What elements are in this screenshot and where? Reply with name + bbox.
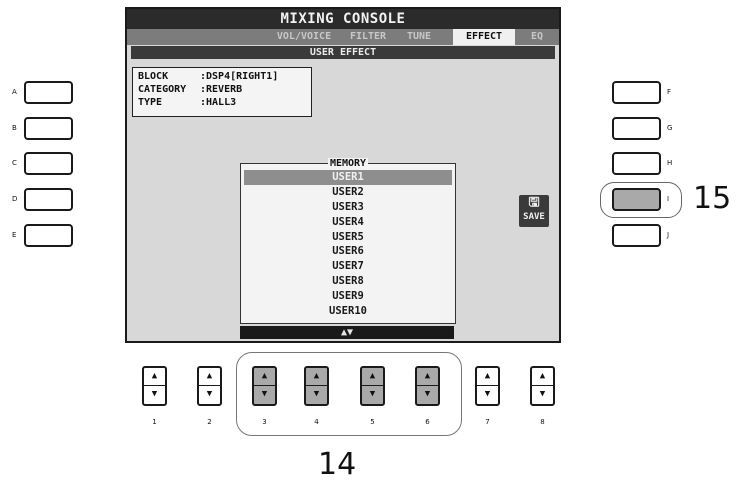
arrow-down-icon[interactable]: ▼	[369, 389, 376, 399]
button-number: 7	[485, 418, 490, 426]
button-4[interactable]: ▲ ▼	[304, 366, 329, 406]
button-h[interactable]	[612, 152, 661, 175]
floppy-disk-icon: 🖫	[528, 195, 540, 210]
callout-14: 14	[318, 447, 357, 482]
memory-item[interactable]: USER4	[332, 215, 364, 228]
button-f[interactable]	[612, 81, 661, 104]
button-b[interactable]	[24, 117, 73, 140]
page-subtitle: USER EFFECT	[131, 46, 555, 59]
button-3[interactable]: ▲ ▼	[252, 366, 277, 406]
tab-tune[interactable]: TUNE	[406, 31, 432, 42]
info-value: :REVERB	[200, 84, 243, 95]
memory-title: MEMORY	[241, 158, 455, 170]
button-number: 1	[152, 418, 157, 426]
memory-title-text: MEMORY	[327, 158, 369, 169]
button-e[interactable]	[24, 224, 73, 247]
button-8[interactable]: ▲ ▼	[530, 366, 555, 406]
button-label-f: F	[667, 88, 672, 96]
button-6[interactable]: ▲ ▼	[415, 366, 440, 406]
tab-filter[interactable]: FILTER	[349, 31, 387, 42]
button-label-c: C	[12, 159, 17, 167]
info-value: :DSP4[RIGHT1]	[200, 71, 279, 82]
arrow-down-icon[interactable]: ▼	[313, 389, 320, 399]
tab-effect[interactable]: EFFECT	[453, 29, 515, 45]
memory-item[interactable]: USER5	[332, 230, 364, 243]
button-d[interactable]	[24, 188, 73, 211]
memory-item[interactable]: USER1	[244, 170, 452, 185]
arrow-up-icon[interactable]: ▲	[306, 368, 327, 386]
button-a[interactable]	[24, 81, 73, 104]
button-label-g: G	[667, 124, 673, 132]
memory-item[interactable]: USER8	[332, 275, 364, 288]
button-label-j: J	[667, 231, 670, 239]
tab-eq[interactable]: EQ	[530, 31, 544, 42]
scroll-arrows[interactable]: ▲▼	[240, 326, 454, 339]
button-label-a: A	[12, 88, 17, 96]
memory-item[interactable]: USER6	[332, 245, 364, 258]
memory-item[interactable]: USER9	[332, 290, 364, 303]
info-key: TYPE	[138, 97, 163, 108]
button-label-e: E	[12, 231, 17, 239]
button-i[interactable]	[612, 188, 661, 211]
info-row-block: BLOCK :DSP4[RIGHT1]	[138, 70, 306, 83]
button-number: 3	[262, 418, 267, 426]
info-key: BLOCK	[138, 71, 169, 82]
button-label-d: D	[12, 195, 18, 203]
memory-list: USER1 USER2 USER3 USER4 USER5 USER6 USER…	[244, 170, 452, 319]
tab-vol-voice[interactable]: VOL/VOICE	[276, 31, 332, 42]
info-value: :HALL3	[200, 97, 237, 108]
button-number: 2	[207, 418, 212, 426]
arrow-down-icon[interactable]: ▼	[539, 389, 546, 399]
memory-item[interactable]: USER7	[332, 260, 364, 273]
button-number: 5	[370, 418, 375, 426]
callout-15: 15	[693, 181, 732, 216]
arrow-up-icon[interactable]: ▲	[254, 368, 275, 386]
arrow-up-icon[interactable]: ▲	[362, 368, 383, 386]
info-row-type: TYPE :HALL3	[138, 96, 306, 109]
button-number: 6	[425, 418, 430, 426]
arrow-down-icon[interactable]: ▼	[484, 389, 491, 399]
button-label-i: I	[667, 195, 670, 203]
arrow-up-icon[interactable]: ▲	[417, 368, 438, 386]
memory-item[interactable]: USER3	[332, 200, 364, 213]
button-label-b: B	[12, 124, 17, 132]
button-1[interactable]: ▲ ▼	[142, 366, 167, 406]
button-label-h: H	[667, 159, 673, 167]
arrow-down-icon[interactable]: ▼	[261, 389, 268, 399]
arrow-up-icon[interactable]: ▲	[144, 368, 165, 386]
button-c[interactable]	[24, 152, 73, 175]
button-number: 4	[314, 418, 319, 426]
save-button[interactable]: 🖫 SAVE	[519, 195, 549, 227]
button-g[interactable]	[612, 117, 661, 140]
save-label: SAVE	[523, 212, 545, 222]
button-number: 8	[540, 418, 545, 426]
arrow-up-icon[interactable]: ▲	[477, 368, 498, 386]
arrow-down-icon[interactable]: ▼	[151, 389, 158, 399]
effect-info-panel: BLOCK :DSP4[RIGHT1] CATEGORY :REVERB TYP…	[132, 67, 312, 117]
arrow-up-icon[interactable]: ▲	[199, 368, 220, 386]
memory-list-box: MEMORY USER1 USER2 USER3 USER4 USER5 USE…	[240, 158, 456, 324]
info-key: CATEGORY	[138, 84, 187, 95]
info-row-category: CATEGORY :REVERB	[138, 83, 306, 96]
button-j[interactable]	[612, 224, 661, 247]
button-2[interactable]: ▲ ▼	[197, 366, 222, 406]
memory-item[interactable]: USER10	[329, 305, 367, 318]
arrow-down-icon[interactable]: ▼	[206, 389, 213, 399]
buttons-3-6-highlight-ring	[236, 352, 462, 436]
button-7[interactable]: ▲ ▼	[475, 366, 500, 406]
screen-title: MIXING CONSOLE	[127, 9, 559, 29]
button-i-highlight-ring	[600, 182, 682, 218]
tab-bar: VOL/VOICE FILTER TUNE EFFECT EQ	[127, 29, 559, 45]
arrow-down-icon[interactable]: ▼	[424, 389, 431, 399]
memory-item[interactable]: USER2	[332, 185, 364, 198]
button-5[interactable]: ▲ ▼	[360, 366, 385, 406]
arrow-up-icon[interactable]: ▲	[532, 368, 553, 386]
lcd-screen: MIXING CONSOLE VOL/VOICE FILTER TUNE EFF…	[125, 7, 561, 343]
